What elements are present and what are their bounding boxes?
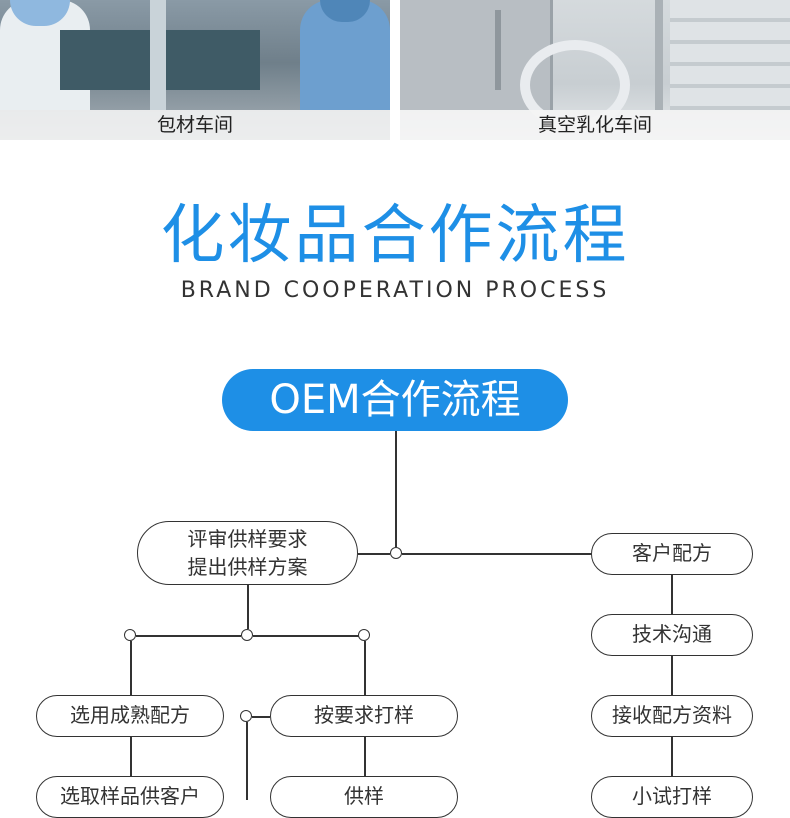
connector-line bbox=[246, 722, 248, 800]
junction-dot bbox=[390, 547, 402, 559]
supply-sample-node: 供样 bbox=[270, 776, 458, 818]
connector-line bbox=[402, 553, 592, 555]
connector-line bbox=[252, 716, 270, 718]
junction-dot bbox=[241, 629, 253, 641]
section-title: 化妆品合作流程 bbox=[160, 199, 630, 273]
custom-sample-node: 按要求打样 bbox=[270, 695, 458, 737]
hair-cap bbox=[320, 0, 370, 22]
connector-line bbox=[671, 737, 673, 776]
photo-caption: 包材车间 bbox=[0, 110, 390, 140]
junction-dot bbox=[240, 710, 252, 722]
connector-line bbox=[364, 737, 366, 776]
pick-sample-node: 选取样品供客户 bbox=[36, 776, 224, 818]
vacuum-emulsifying-workshop-photo: 真空乳化车间 bbox=[400, 0, 790, 140]
tech-communication-node: 技术沟通 bbox=[591, 614, 753, 656]
junction-dot bbox=[358, 629, 370, 641]
connector-line bbox=[358, 553, 390, 555]
mature-formula-node: 选用成熟配方 bbox=[36, 695, 224, 737]
cabinet-handle bbox=[495, 10, 501, 90]
junction-dot bbox=[124, 629, 136, 641]
connector-line bbox=[364, 641, 366, 695]
pillar bbox=[150, 0, 166, 110]
review-line-1: 评审供样要求 bbox=[187, 527, 308, 551]
receive-formula-node: 接收配方资料 bbox=[591, 695, 753, 737]
trial-sample-node: 小试打样 bbox=[591, 776, 753, 818]
connector-line bbox=[395, 431, 397, 547]
connector-line bbox=[671, 656, 673, 695]
review-line-2: 提出供样方案 bbox=[187, 555, 308, 579]
client-formula-node: 客户配方 bbox=[591, 533, 753, 575]
photo-caption: 真空乳化车间 bbox=[400, 110, 790, 140]
oem-process-header: OEM合作流程 bbox=[222, 369, 568, 431]
connector-line bbox=[247, 585, 249, 629]
checker-plate-stairs bbox=[670, 0, 790, 110]
packaging-workshop-photo: 包材车间 bbox=[0, 0, 390, 140]
section-subtitle: BRAND COOPERATION PROCESS bbox=[180, 278, 610, 303]
stair-rail bbox=[655, 0, 663, 110]
connector-line bbox=[130, 737, 132, 776]
connector-line bbox=[130, 641, 132, 695]
connector-line bbox=[671, 575, 673, 614]
review-sample-node: 评审供样要求 提出供样方案 bbox=[137, 521, 358, 585]
connector-line bbox=[253, 635, 359, 637]
connector-line bbox=[136, 635, 241, 637]
